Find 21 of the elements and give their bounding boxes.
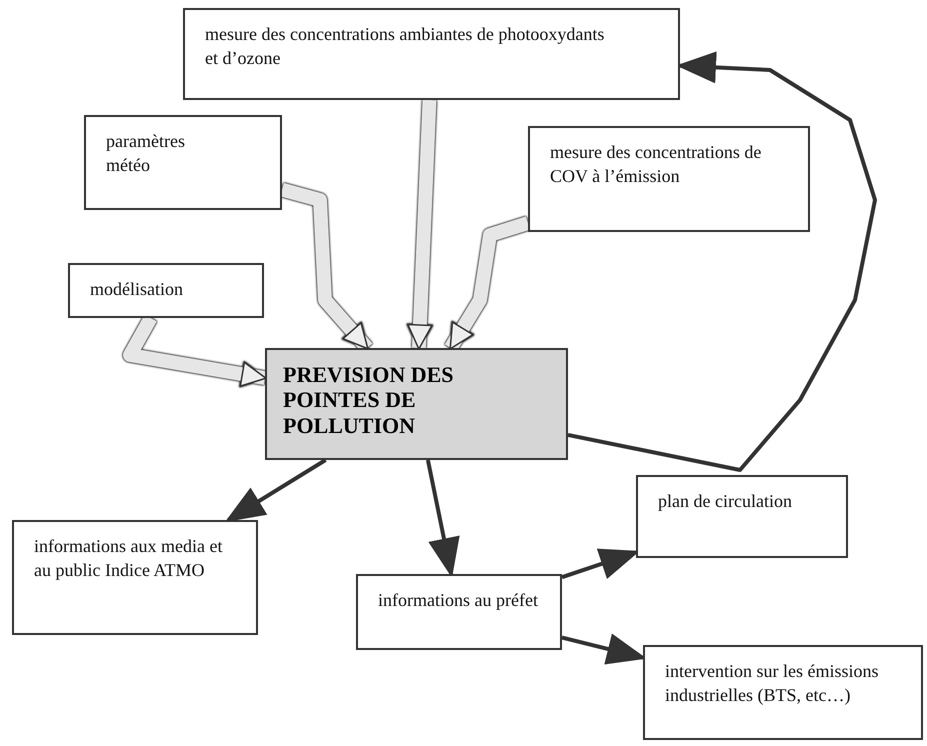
box-text: mesure des concentrations ambiantes de photooxydants et d’ozone [205, 23, 605, 70]
block-arrow [407, 100, 436, 350]
box-text: mesure des concentrations de COV à l’émission [550, 141, 762, 188]
process-box [636, 475, 848, 558]
forecast-title: PREVISION DES POINTES DE POLLUTION [283, 362, 455, 438]
box-text: informations au préfet [378, 589, 539, 612]
arrow [224, 458, 327, 522]
process-box [68, 263, 264, 318]
box-text: plan de circulation [658, 490, 793, 513]
process-box [528, 126, 810, 232]
process-box [183, 8, 680, 100]
box-text: modélisation [90, 278, 184, 301]
box-text: paramètres météo [106, 130, 186, 178]
process-box [84, 115, 282, 210]
arrow [568, 51, 877, 472]
process-box [643, 645, 923, 740]
process-box [12, 520, 258, 635]
box-text: intervention sur les émissions industrielles (BTS, etc…) [665, 660, 880, 708]
process-box [356, 574, 562, 650]
forecast-box [265, 348, 568, 460]
box-text: informations aux media et au public Indice ATMO [34, 535, 224, 582]
